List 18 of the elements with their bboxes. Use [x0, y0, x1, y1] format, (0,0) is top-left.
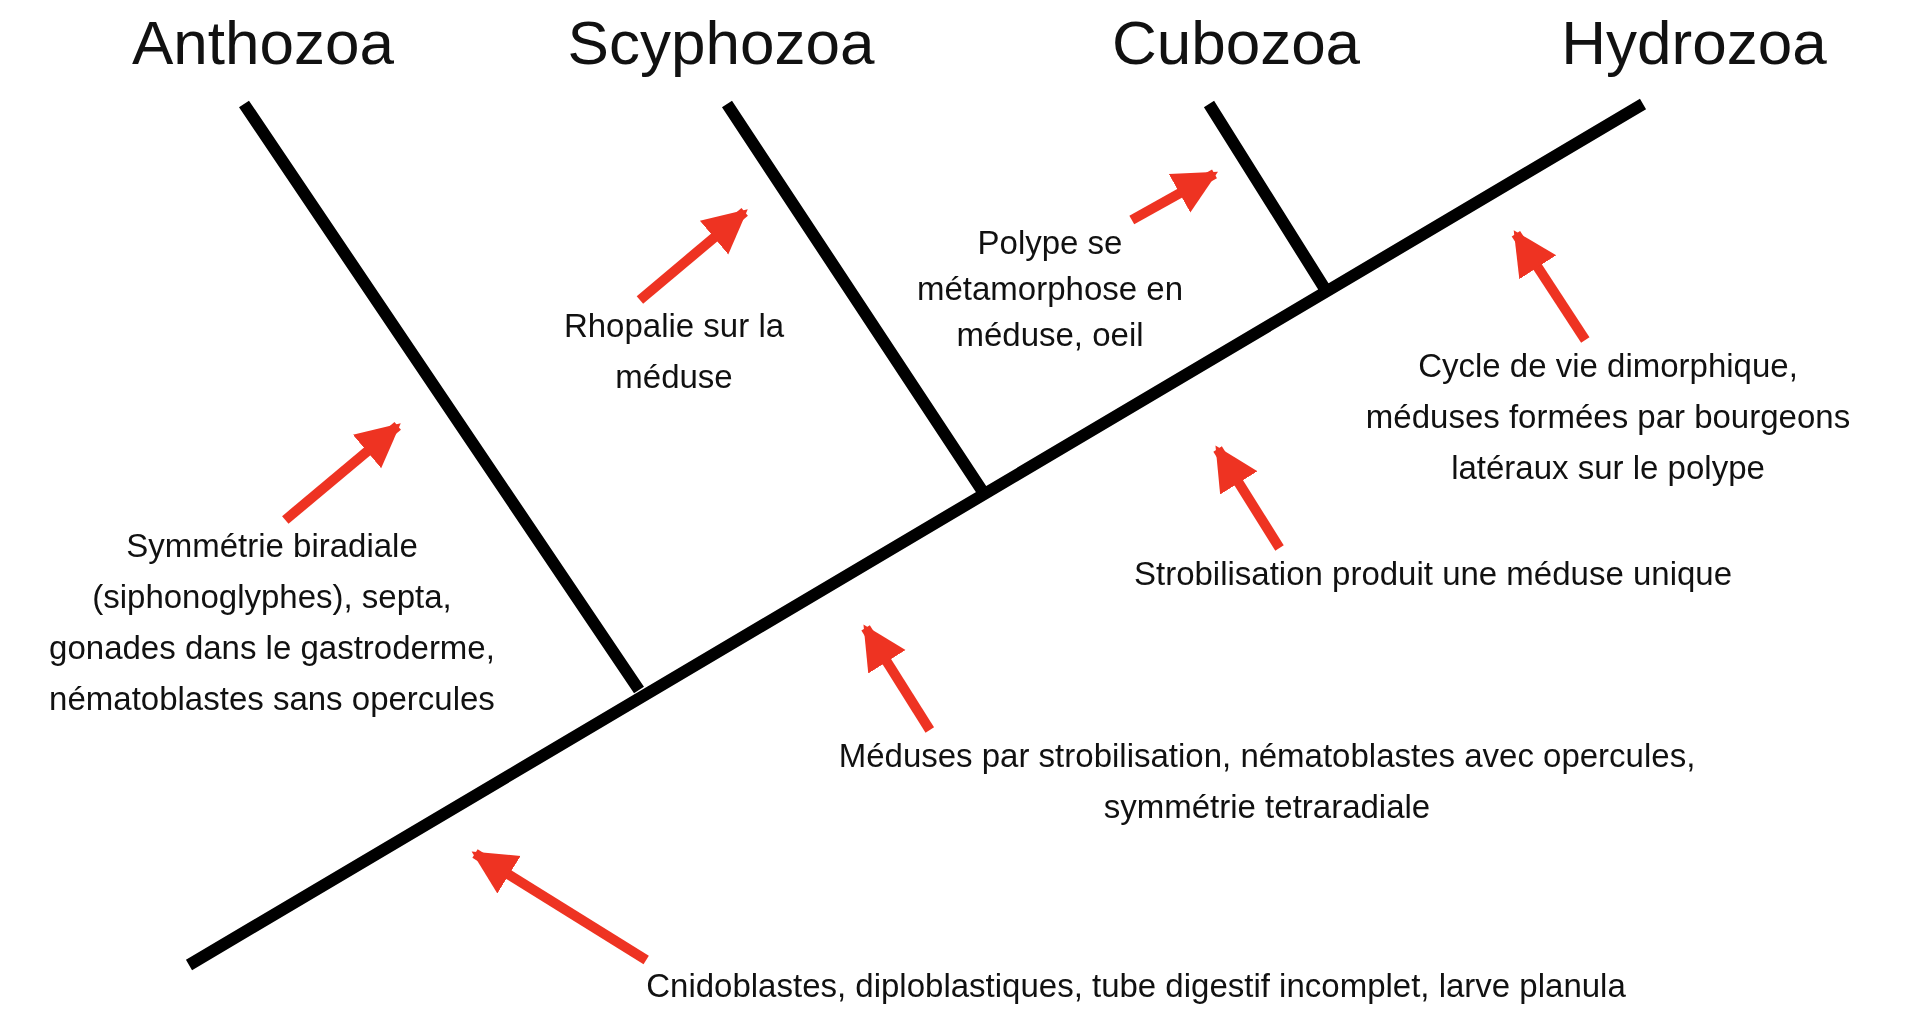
trait-annotation: Méduses par strobilisation, nématoblastes avec opercules, symmétrie tetraradiale	[817, 730, 1717, 832]
arrow	[1511, 230, 1590, 343]
arrow	[636, 208, 748, 304]
trait-annotation: Cycle de vie dimorphique, méduses formées par bourgeons latéraux sur le polype	[1358, 340, 1858, 493]
trait-annotation: Symmétrie biradiale (siphonoglyphes), septa, gonades dans le gastroderme, nématoblastes sans opercules	[42, 520, 502, 724]
taxon-label: Anthozoa	[132, 8, 394, 78]
arrow	[861, 624, 935, 733]
arrow	[1129, 169, 1218, 225]
arrow	[1213, 445, 1284, 551]
taxon-label: Hydrozoa	[1561, 8, 1827, 78]
trait-annotation: Strobilisation produit une méduse unique	[1133, 548, 1733, 599]
taxon-label: Scyphozoa	[567, 8, 875, 78]
taxon-label: Cubozoa	[1111, 8, 1361, 78]
trait-annotation: Rhopalie sur la méduse	[524, 300, 824, 402]
trait-annotation: Polype se métamorphose en méduse, oeil	[910, 220, 1190, 358]
arrow	[471, 849, 649, 965]
arrow	[282, 421, 401, 524]
trait-annotation: Cnidoblastes, diploblastiques, tube digestif incomplet, larve planula	[646, 960, 1626, 1011]
